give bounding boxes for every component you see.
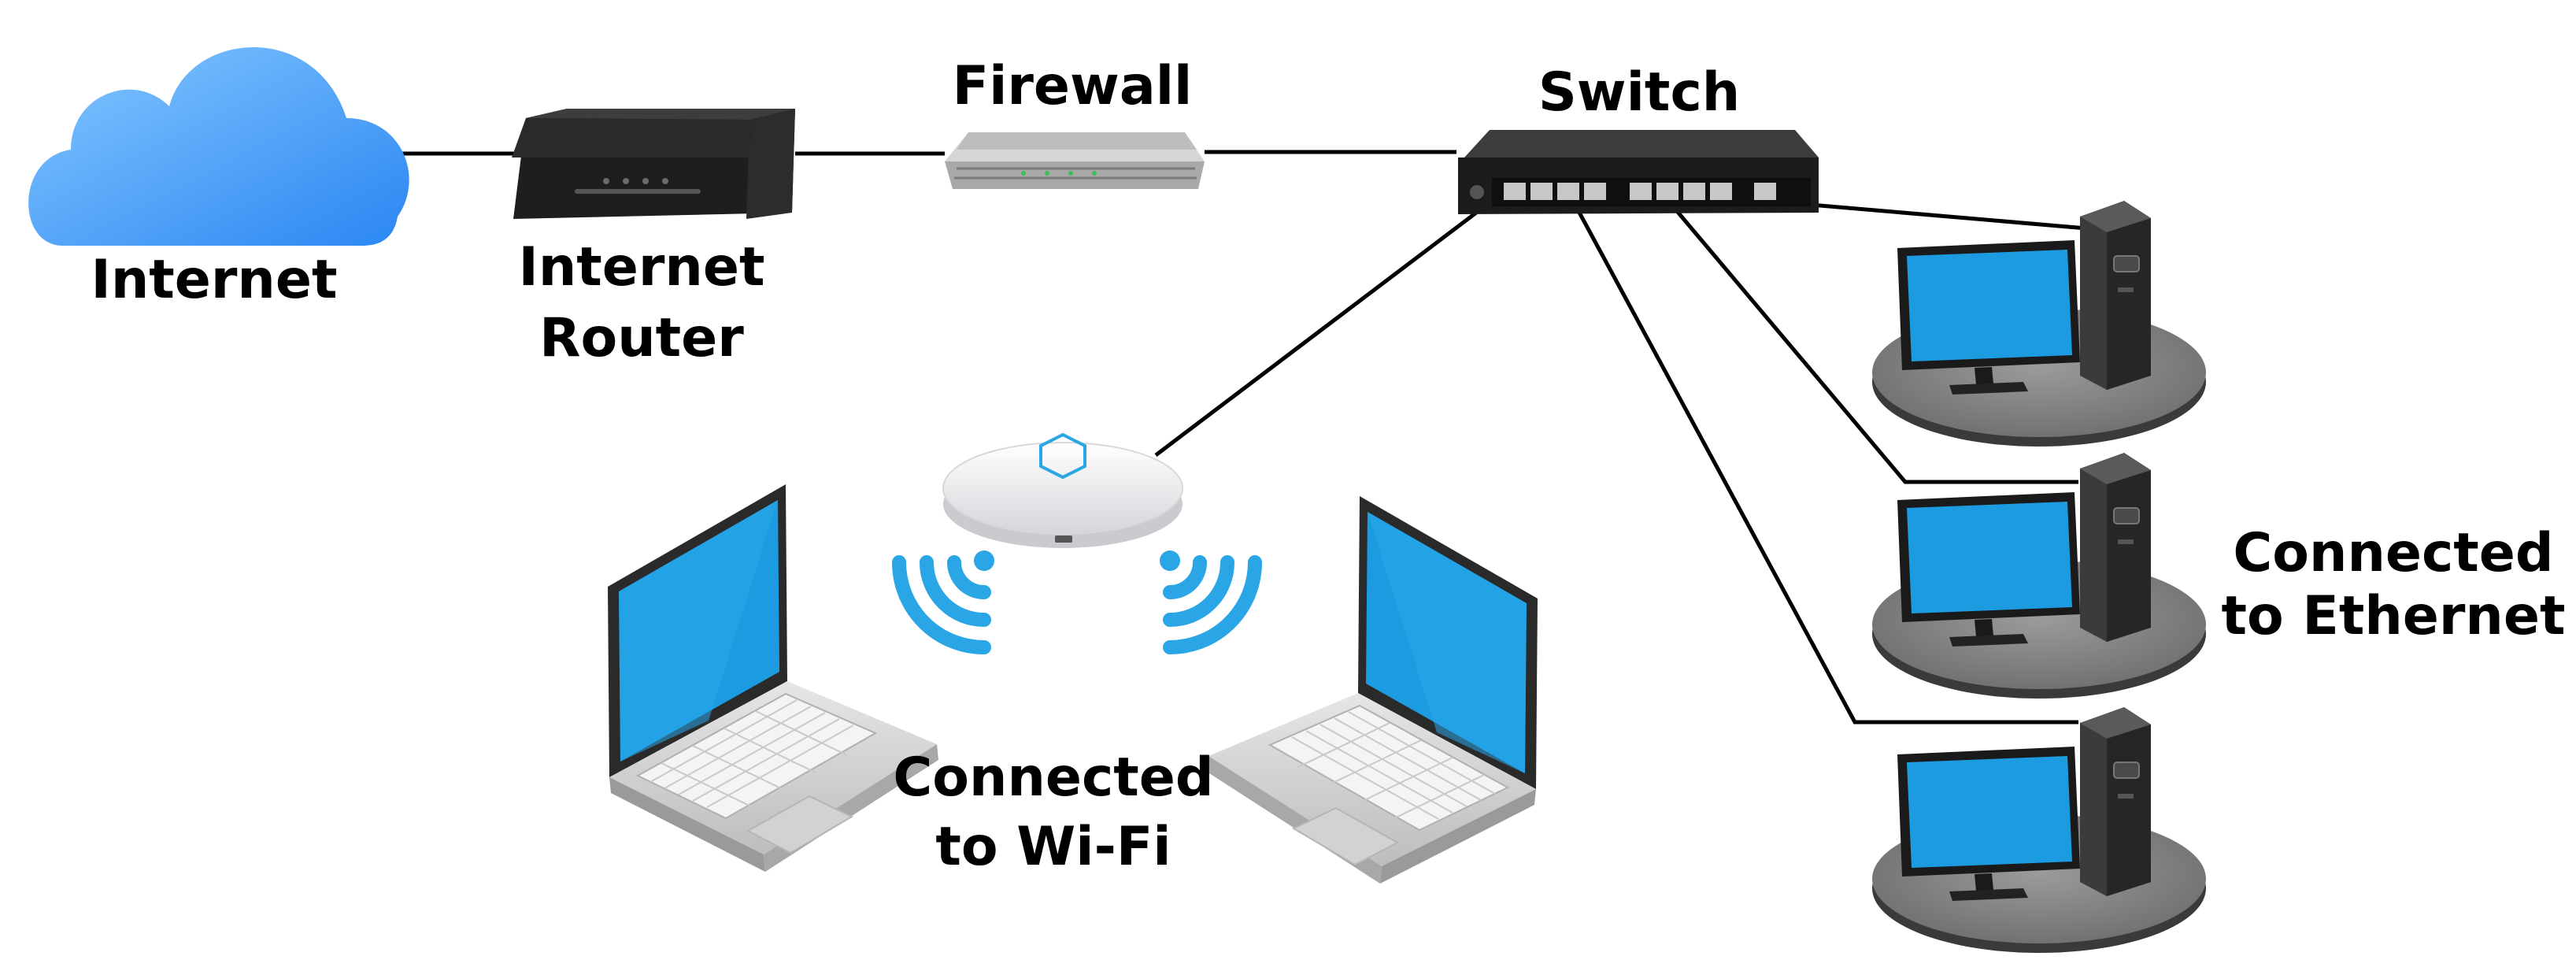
firewall-icon	[945, 132, 1205, 189]
internet-label: Internet	[91, 249, 338, 311]
router-label-line2: Router	[539, 307, 744, 369]
connection-lines	[394, 150, 2087, 725]
link-switch-desktop-1	[1810, 202, 2087, 231]
firewall-label: Firewall	[953, 55, 1193, 117]
laptop-icon	[607, 484, 939, 873]
link-switch-desktop-2	[1675, 209, 2078, 484]
wifi-label-line2: to Wi-Fi	[935, 816, 1171, 878]
router-icon	[512, 109, 795, 219]
laptop-icon	[1206, 495, 1538, 884]
cloud-icon	[28, 47, 409, 246]
link-switch-desktop-3	[1576, 209, 2078, 725]
ethernet-label-line2: to Ethernet	[2222, 585, 2566, 647]
switch-icon	[1458, 130, 1819, 214]
desktop-computer-icon	[1871, 706, 2207, 954]
wifi-label-line1: Connected	[893, 747, 1213, 809]
switch-label: Switch	[1538, 61, 1740, 124]
desktop-computer-icon	[1871, 200, 2207, 447]
ethernet-label-line1: Connected	[2233, 522, 2553, 584]
access-point-icon	[942, 432, 1183, 548]
router-label-line1: Internet	[519, 236, 765, 298]
link-switch-access-point	[1154, 199, 1493, 457]
wifi-signal-icon	[892, 550, 1262, 654]
desktop-computer-icon	[1871, 452, 2207, 699]
